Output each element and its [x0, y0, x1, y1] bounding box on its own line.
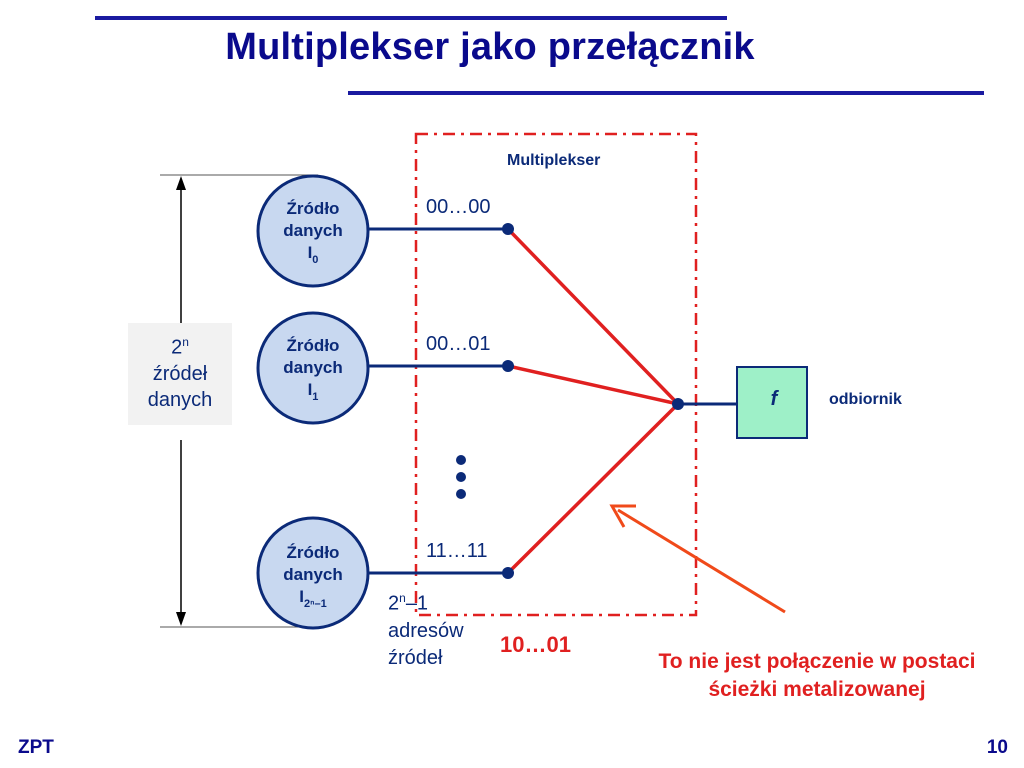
multiplexer-label: Multiplekser [507, 152, 601, 169]
note-arrow-line [617, 508, 786, 614]
address-count-line3: źródeł [388, 646, 443, 669]
note-line1: To nie jest połączenie w postaci [658, 650, 976, 673]
page-title: Multiplekser jako przełącznik [225, 26, 755, 68]
source-0-name: I0 [307, 243, 319, 266]
source-last-line2: danych [283, 565, 343, 584]
source-label-0: Źródło danych I0 [258, 198, 368, 266]
source-last-name: I2ⁿ–1 [299, 587, 327, 610]
range-arrow-head-bottom [176, 612, 186, 626]
address-count: 2n–1 adresów źródeł [388, 585, 464, 672]
address-label-last: 11…11 [426, 540, 488, 562]
address-label-1: 00…01 [426, 333, 491, 355]
note-arrow-head [609, 504, 636, 528]
source-label-last: Źródło danych I2ⁿ–1 [258, 542, 368, 610]
metallization-note: To nie jest połączenie w postaci ścieżki… [612, 648, 1022, 704]
range-arrow-head-top [176, 176, 186, 190]
source-1-name: I1 [307, 380, 319, 403]
address-count-line2: adresów [388, 619, 464, 642]
switch-line-1 [507, 364, 679, 406]
source-circle-last [256, 516, 370, 630]
source-1-line2: danych [283, 358, 343, 377]
receiver-box [736, 366, 808, 439]
source-circle-1 [256, 311, 370, 425]
note-line2: ścieżki metalizowanej [708, 678, 926, 701]
source-count-box: 2n źródeł danych [128, 323, 232, 425]
function-label: f [770, 388, 778, 410]
footer-course: ZPT [18, 737, 54, 758]
address-label-0: 00…00 [426, 196, 491, 218]
source-0-line2: danych [283, 221, 343, 240]
address-count-power: 2n–1 [388, 591, 429, 615]
source-label-1: Źródło danych I1 [258, 335, 368, 403]
selected-address: 10…01 [500, 632, 571, 657]
source-count-line2: źródeł [152, 362, 208, 385]
ellipsis-dot-1 [456, 455, 466, 465]
source-count-power: 2n [171, 335, 189, 359]
ellipsis-dot-2 [456, 472, 466, 482]
switch-line-0 [506, 227, 680, 406]
node-dot-last [502, 567, 514, 579]
node-dot-1 [502, 360, 514, 372]
source-last-line1: Źródło [286, 543, 340, 562]
ellipsis-dot-3 [456, 489, 466, 499]
source-0-line1: Źródło [286, 199, 340, 218]
multiplexer-box [414, 132, 698, 617]
receiver-label: odbiornik [829, 391, 902, 408]
source-count-line3: danych [147, 388, 213, 411]
footer-page-number: 10 [986, 737, 1008, 758]
source-1-line1: Źródło [286, 336, 340, 355]
switch-line-last [506, 402, 680, 575]
node-dot-0 [502, 223, 514, 235]
source-circle-0 [256, 174, 370, 288]
node-dot-output [672, 398, 684, 410]
